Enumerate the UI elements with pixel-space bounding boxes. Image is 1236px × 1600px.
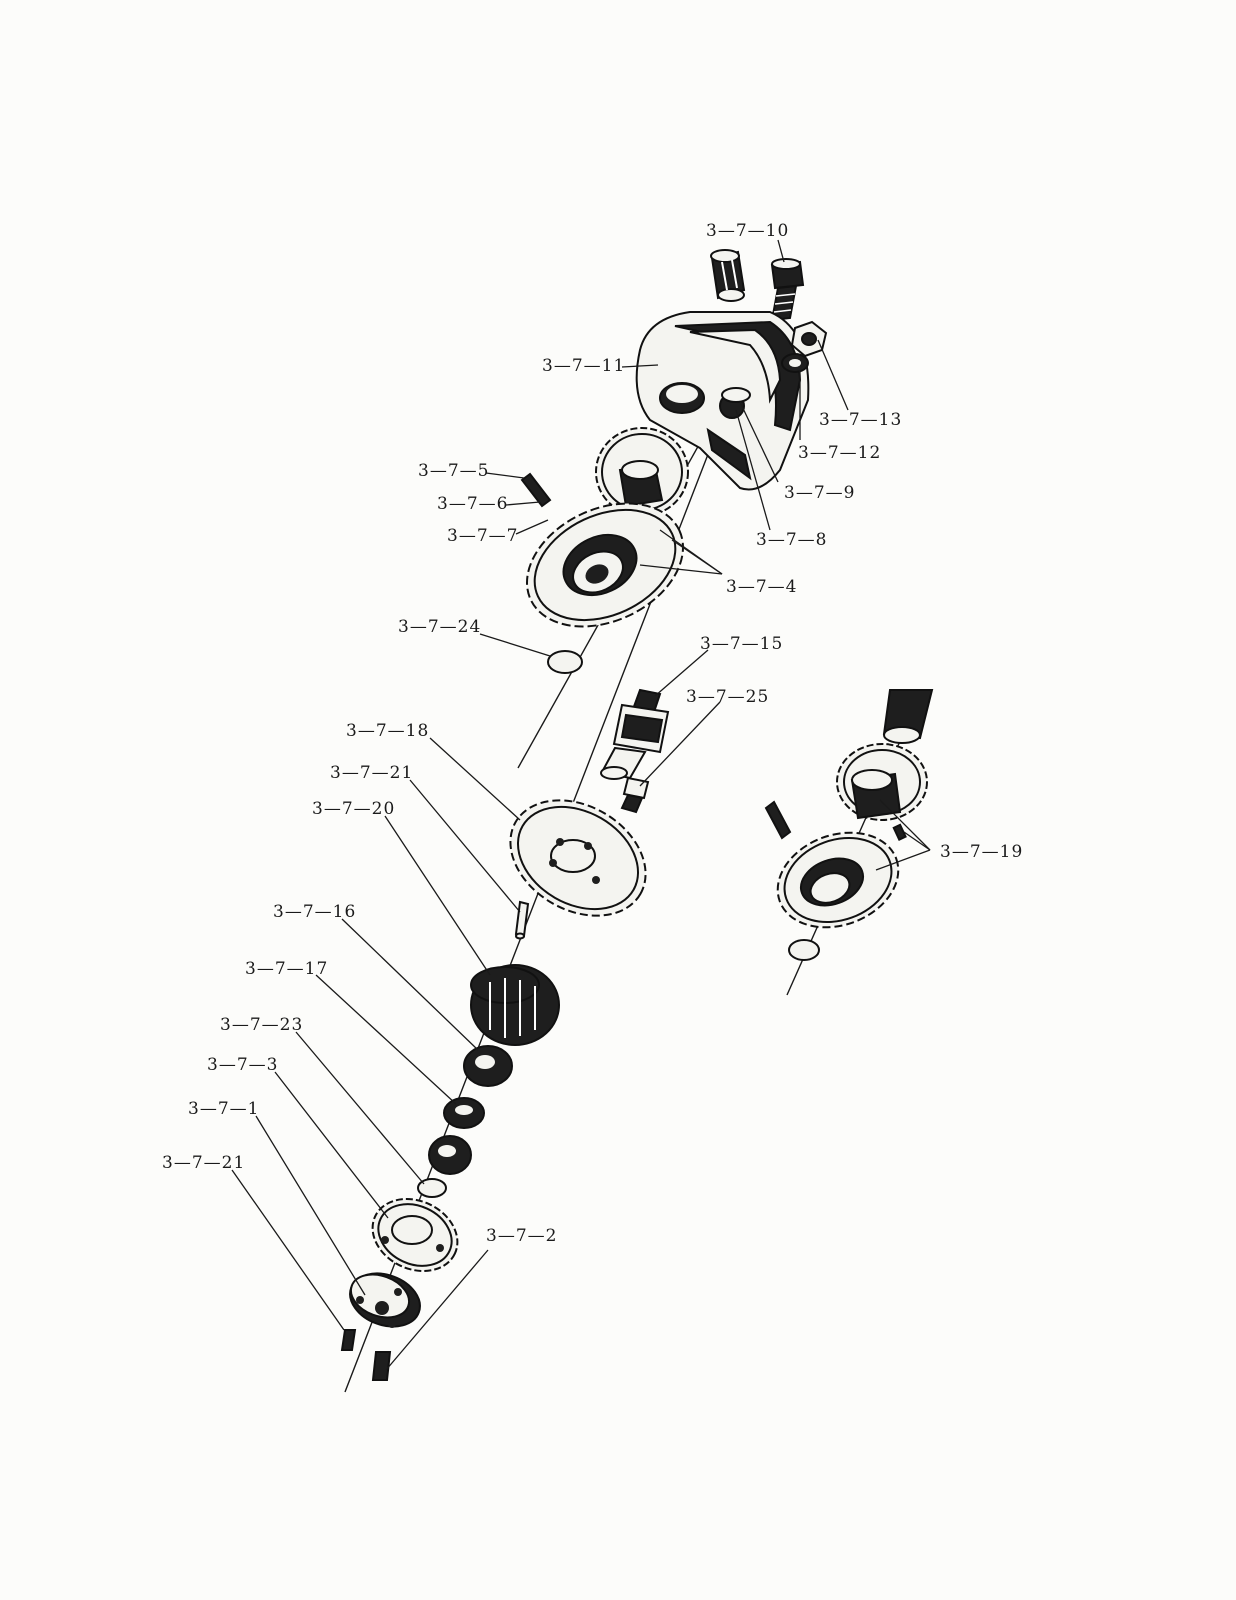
label-3-7-10: 3—7—10 [706, 221, 789, 241]
label-3-7-13: 3—7—13 [819, 410, 902, 430]
bolt-3-7-10 [770, 258, 805, 322]
label-3-7-19: 3—7—19 [940, 842, 1023, 862]
label-3-7-23: 3—7—23 [220, 1015, 303, 1035]
label-3-7-17: 3—7—17 [245, 959, 328, 979]
sprocket-3-7-18 [509, 799, 647, 917]
circlip-3-7-24 [547, 650, 583, 674]
leader-lines [231, 239, 931, 1371]
label-3-7-12: 3—7—12 [798, 443, 881, 463]
label-3-7-1: 3—7—1 [188, 1099, 259, 1119]
part-labels: 3—7—10 3—7—11 3—7—13 3—7—12 3—7—9 3—7—8 … [162, 221, 1023, 1246]
label-3-7-18: 3—7—18 [346, 721, 429, 741]
hub-3-7-20 [470, 964, 560, 1046]
bracket-3-7-11 [635, 311, 810, 491]
label-3-7-20: 3—7—20 [312, 799, 395, 819]
shaft-3-7-15 [600, 688, 670, 780]
label-3-7-25: 3—7—25 [686, 687, 769, 707]
label-3-7-15: 3—7—15 [700, 634, 783, 654]
label-3-7-8: 3—7—8 [756, 530, 827, 550]
label-3-7-5: 3—7—5 [418, 461, 489, 481]
ring-3-7-17 [443, 1097, 485, 1129]
label-3-7-3: 3—7—3 [207, 1055, 278, 1075]
sprocket-3-7-3 [371, 1198, 459, 1272]
sub-assembly-3-7-19 [764, 689, 934, 961]
nut-3-7-13 [790, 320, 828, 358]
pin-3-7-5 [520, 472, 552, 508]
washer-3-7-12 [781, 353, 809, 373]
label-3-7-21-lower: 3—7—21 [162, 1153, 245, 1173]
label-3-7-21-upper: 3—7—21 [330, 763, 413, 783]
circlip-3-7-23 [417, 1178, 447, 1198]
label-3-7-16: 3—7—16 [273, 902, 356, 922]
label-3-7-9: 3—7—9 [784, 483, 855, 503]
sprocket-small-upper [595, 427, 689, 537]
sprocket-large-upper [526, 502, 684, 628]
screw-3-7-2 [371, 1351, 392, 1381]
label-3-7-11: 3—7—11 [542, 356, 625, 376]
bushing-top [710, 249, 746, 302]
bearing-lower [428, 1135, 472, 1175]
label-3-7-24: 3—7—24 [398, 617, 481, 637]
bearing-3-7-16 [463, 1045, 513, 1087]
label-3-7-6: 3—7—6 [437, 494, 508, 514]
bolt-3-7-25 [620, 776, 650, 814]
label-3-7-2: 3—7—2 [486, 1226, 557, 1246]
pin-3-7-21-upper [514, 900, 530, 940]
label-3-7-4: 3—7—4 [726, 577, 797, 597]
label-3-7-7: 3—7—7 [447, 526, 518, 546]
pin-3-7-21-lower [340, 1329, 357, 1351]
hub-3-7-1 [349, 1272, 421, 1328]
